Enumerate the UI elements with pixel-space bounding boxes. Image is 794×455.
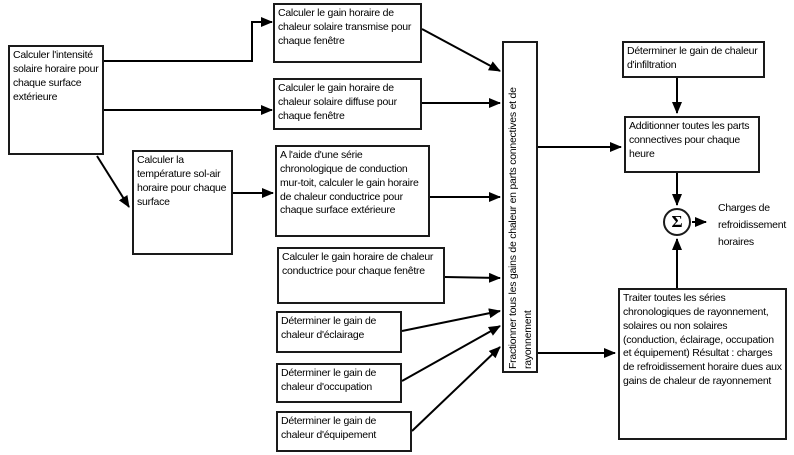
node-equipment-gain: Déterminer le gain de chaleur d'équipeme… [276, 411, 412, 452]
node-radiant-time-series: Traiter toutes les séries chronologiques… [618, 288, 787, 440]
node-diffuse-solar-gain: Calculer le gain horaire de chaleur sola… [273, 78, 422, 130]
node-solar-intensity: Calculer l'intensité solaire horaire pou… [8, 45, 104, 155]
node-transmitted-solar-gain: Calculer le gain horaire de chaleur sola… [273, 3, 422, 63]
node-sol-air-temperature: Calculer la température sol-air horaire … [132, 150, 233, 255]
node-conduction-time-series: A l'aide d'une série chronologique de co… [275, 145, 430, 237]
connector-windowconduction-to-split [444, 272, 501, 283]
hourly-cooling-loads-label: Charges de refroidissement horaires [718, 202, 787, 248]
connector-equipment-to-split [411, 346, 501, 432]
node-infiltration-gain: Déterminer le gain de chaleur d'infiltra… [622, 41, 765, 78]
node-window-conduction-gain: Calculer le gain horaire de chaleur cond… [277, 247, 445, 304]
node-split-gains: Fractionner tous les gains de chaleur en… [502, 41, 538, 373]
connector-intensity-to-transmitted [104, 17, 273, 62]
connector-intensity-to-solair [96, 155, 130, 208]
node-occupancy-gain: Déterminer le gain de chaleur d'occupati… [276, 363, 402, 403]
sigma-junction: Σ [663, 208, 691, 236]
connector-lighting-to-split [401, 308, 501, 332]
connector-occupancy-to-split [401, 325, 501, 382]
connector-transmitted-to-split [421, 28, 501, 72]
split-gains-label: Fractionner tous les gains de chaleur en… [507, 87, 535, 369]
node-lighting-gain: Déterminer le gain de chaleur d'éclairag… [276, 311, 402, 353]
node-sum-convective: Additionner toutes les parts connectives… [624, 116, 760, 173]
